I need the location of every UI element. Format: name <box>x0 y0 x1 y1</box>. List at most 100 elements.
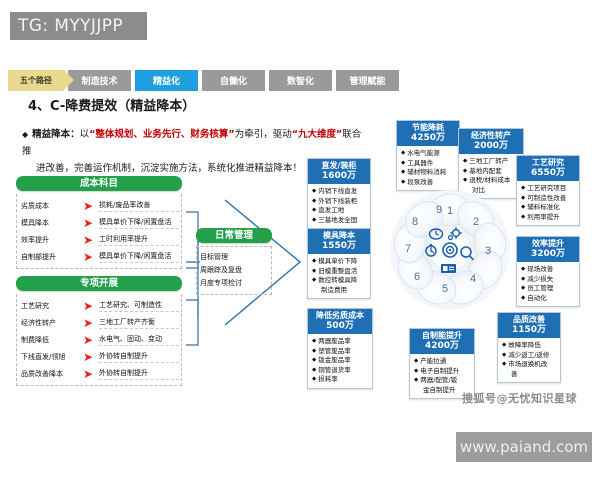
cost-row-value: 模具单价下降/闲置盘活 <box>99 217 179 229</box>
lead-text-4: 进改善，完善运作机制，沉淀实施方法，系统化推进精益降本！ <box>36 163 303 174</box>
diamond-icon: ◆ <box>502 342 507 348</box>
arrow-right-icon: ➤ <box>82 215 94 230</box>
panel-daily-management: 日常管理 目标管理 周跟踪及复盘 月度专项检讨 <box>196 228 272 295</box>
diamond-icon: ◆ <box>312 347 317 354</box>
box-item: ◆两器废品率 <box>312 337 369 347</box>
nine-dimension-wheel: 1 2 3 4 5 6 7 8 9 <box>388 188 512 312</box>
box-item-text: 钣金废品率 <box>318 356 351 364</box>
page-title: 4、C-降费提效（精益降本） <box>28 99 196 114</box>
box-item-text: 内销下线直发 <box>318 187 358 195</box>
box-item: ◆产能拉通 <box>414 357 471 367</box>
nav-arrow-label: 五个路径 <box>8 70 74 91</box>
box-item: 制造费用 <box>312 286 367 296</box>
box-item-text: 可制造性改善 <box>527 193 567 202</box>
wheel-number-9: 9 <box>436 204 442 216</box>
box-item-text: 减少返工/返修 <box>508 350 550 359</box>
clock-icon <box>428 228 444 240</box>
box-item-text: 员工管理 <box>527 284 554 292</box>
box-ship-items: ◆内销下线直发 ◆外销下线装柜 ◆直发工地 ◆三基地发全国 <box>308 184 370 228</box>
arrow-right-icon: ➤ <box>82 249 94 264</box>
panel-daily-management-title: 日常管理 <box>196 228 272 243</box>
panel-special-programs: 专项开展 工艺研究 ➤ 工艺研究、可制造性 经济性转产 ➤ 三地工厂转产齐衡 制… <box>16 276 182 386</box>
diamond-icon: ◆ <box>521 194 526 201</box>
diamond-icon: ◆ <box>312 277 317 283</box>
box-item: ◆自动化 <box>521 294 576 304</box>
diamond-icon: ◆ <box>312 357 317 363</box>
box-quality: 品质改善 1150万 ◆故障率降低 ◆减少返工/返修 ◆市场退换机改 善 <box>497 312 561 383</box>
box-process-items: ◆工艺研究项目 ◆可制造性改善 ◆辅料标准化 ◆利用率提升 <box>517 181 579 225</box>
box-process-title: 工艺研究 <box>532 158 564 167</box>
box-mold-amount: 1550万 <box>321 241 357 251</box>
box-energy-title: 节能降耗 <box>412 123 444 132</box>
box-item-text: 退税/材料成本 <box>469 176 511 184</box>
lead-text-2: 为牵引，驱动 <box>234 129 292 140</box>
box-quality-items: ◆故障率降低 ◆减少返工/返修 ◆市场退换机改 善 <box>498 338 560 382</box>
box-item: ◆辅材物料消耗 <box>401 168 456 178</box>
magnifier-icon <box>460 246 474 261</box>
panel-cost-items-body: 劣质成本 ➤ 损耗/废品率改善 模具降本 ➤ 模具单价下降/闲置盘活 效率提升 … <box>16 194 182 269</box>
box-item-text: 水电气能源 <box>407 149 440 157</box>
nav-item-digital[interactable]: 数智化 <box>269 70 332 91</box>
box-item: ◆直发工地 <box>312 206 367 216</box>
box-transfer-amount: 2000万 <box>473 141 509 151</box>
diamond-icon: ◆ <box>312 188 317 194</box>
box-quality-amount: 1150万 <box>511 325 547 335</box>
nav-item-management[interactable]: 管理赋能 <box>336 70 399 91</box>
diamond-icon: ◆ <box>312 338 317 344</box>
panel-daily-management-body: 目标管理 周跟踪及复盘 月度专项检讨 <box>196 246 272 295</box>
box-item: ◆内销下线直发 <box>312 187 367 197</box>
box-item-text: 产能拉通 <box>420 357 447 365</box>
cost-row-label: 自制部提升 <box>21 252 56 261</box>
diamond-icon: ◆ <box>463 177 468 183</box>
lead-text-1: 以 <box>79 129 90 140</box>
stopwatch-icon <box>425 244 437 257</box>
daily-item: 目标管理 <box>200 253 228 261</box>
box-item-text: 自动化 <box>527 293 547 302</box>
box-item: 善 <box>502 370 557 380</box>
box-quality-title: 品质改善 <box>513 315 545 324</box>
diamond-icon: ◆ <box>414 358 419 364</box>
daily-item: 月度专项检讨 <box>200 279 242 287</box>
box-inhouse-header: 自制能提升 4200万 <box>410 329 474 354</box>
box-item: ◆损耗率 <box>312 375 369 385</box>
program-row-label: 工艺研究 <box>21 301 49 310</box>
box-item-text: 电子自制提升 <box>420 366 460 375</box>
box-inhouse-items: ◆产能拉通 ◆电子自制提升 ◆两器/配管/钣 金自制提升 <box>410 354 474 398</box>
nav-item-autonomation[interactable]: 自働化 <box>202 70 265 91</box>
cost-row-value: 模具单价下降/闲置盘活 <box>99 251 179 263</box>
program-row-value: 外协转自制提升 <box>99 368 179 380</box>
box-energy-items: ◆水电气能源 ◆工具器件 ◆辅材物料消耗 ◆段泵改善 <box>397 146 459 190</box>
lead-label: 精益降本： <box>32 129 80 140</box>
program-row-value: 外协转自制提升 <box>99 351 179 363</box>
box-item-text: 工艺研究项目 <box>527 184 567 192</box>
box-item-text: 现场改善 <box>527 265 554 273</box>
box-efficiency-amount: 3200万 <box>530 249 566 259</box>
program-row: 经济性转产 ➤ 三地工厂转产齐衡 <box>19 314 179 331</box>
box-energy: 节能降耗 4250万 ◆水电气能源 ◆工具器件 ◆辅材物料消耗 ◆段泵改善 <box>396 120 460 191</box>
box-item-text: 基地内配套 <box>469 166 502 175</box>
box-item: 对比 <box>463 186 520 196</box>
box-transfer-items: ◆三地工厂转产 ◆基地内配套 ◆退税/材料成本 对比 <box>459 154 523 198</box>
cost-row-label: 劣质成本 <box>21 201 49 210</box>
cost-row: 模具降本 ➤ 模具单价下降/闲置盘活 <box>19 214 179 231</box>
nav-item-lean[interactable]: 精益化 <box>135 70 198 91</box>
box-item: ◆市场退换机改 <box>502 360 557 370</box>
diamond-icon: ◆ <box>401 159 406 166</box>
box-efficiency-header: 效率提升 3200万 <box>517 237 579 262</box>
diamond-icon: ◆ <box>521 185 526 191</box>
box-item-text: 两器废品率 <box>318 337 351 345</box>
nav-item-manufacturing[interactable]: 制造技术 <box>68 70 131 91</box>
program-row-label: 下线直发/领旭 <box>21 352 66 361</box>
cost-row-value: 损耗/废品率改善 <box>99 200 179 212</box>
arrow-right-icon: ➤ <box>82 198 94 213</box>
wheel-number-5: 5 <box>442 283 448 295</box>
diamond-icon: ◆ <box>521 213 526 220</box>
diamond-icon: ◆ <box>463 158 468 164</box>
box-item: ◆退税/材料成本 <box>463 176 520 186</box>
box-item-text: 外销下线装柜 <box>318 196 358 205</box>
wheel-number-3: 3 <box>485 245 491 257</box>
box-item: ◆工具器件 <box>401 159 456 169</box>
program-row-value: 三地工厂转产齐衡 <box>99 317 179 329</box>
panel-cost-items-title: 成本科目 <box>16 176 182 191</box>
program-row-label: 经济性转产 <box>21 318 56 327</box>
